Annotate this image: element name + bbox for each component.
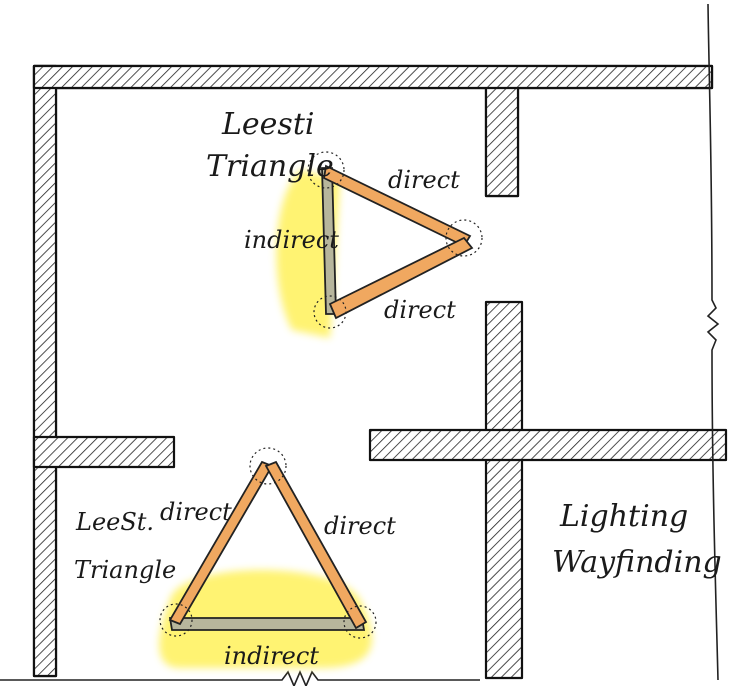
- bottom-left-edge-label: direct: [160, 498, 232, 526]
- top-lighting-triangle: [276, 151, 483, 338]
- bottom-base-edge-label: indirect: [224, 642, 319, 670]
- bottom-indirect-edge: [168, 617, 366, 631]
- wall-left: [32, 64, 58, 678]
- wall-right-horizontal: [368, 428, 728, 462]
- top-corner-upper: [307, 151, 345, 189]
- bottom-corner-left: [159, 603, 193, 637]
- wall-top-stub: [484, 82, 520, 198]
- bottom-lighting-triangle: [159, 447, 377, 668]
- top-upper-edge-label: direct: [388, 166, 460, 194]
- top-corner-tip: [445, 219, 483, 257]
- top-left-edge-label: indirect: [244, 226, 339, 254]
- top-triangle-title-line2: Triangle: [206, 149, 334, 184]
- room-note-line2: Wayfinding: [552, 545, 722, 580]
- room-note-line1: Lighting: [559, 499, 688, 534]
- top-lower-edge-label: direct: [384, 296, 456, 324]
- bottom-corner-top: [249, 447, 287, 485]
- wall-center-vertical: [484, 300, 524, 680]
- top-triangle-title-line1: Leesti: [221, 107, 314, 142]
- bottom-corner-right: [343, 605, 377, 639]
- exterior-line-right: [706, 3, 720, 681]
- bottom-right-edge-label: direct: [324, 512, 396, 540]
- top-corner-lower: [313, 295, 347, 329]
- walls: [32, 64, 728, 680]
- wall-top: [32, 64, 714, 678]
- top-direct-edge-lower: [328, 236, 474, 320]
- wall-left-stub: [32, 435, 176, 469]
- bottom-direct-edge-right: [264, 460, 368, 630]
- bottom-triangle-title-line2: Triangle: [74, 556, 176, 584]
- wall-top-band: [32, 64, 714, 90]
- bottom-triangle-title-line1: LeeSt.: [75, 508, 154, 536]
- exterior-line-bottom: [0, 669, 480, 686]
